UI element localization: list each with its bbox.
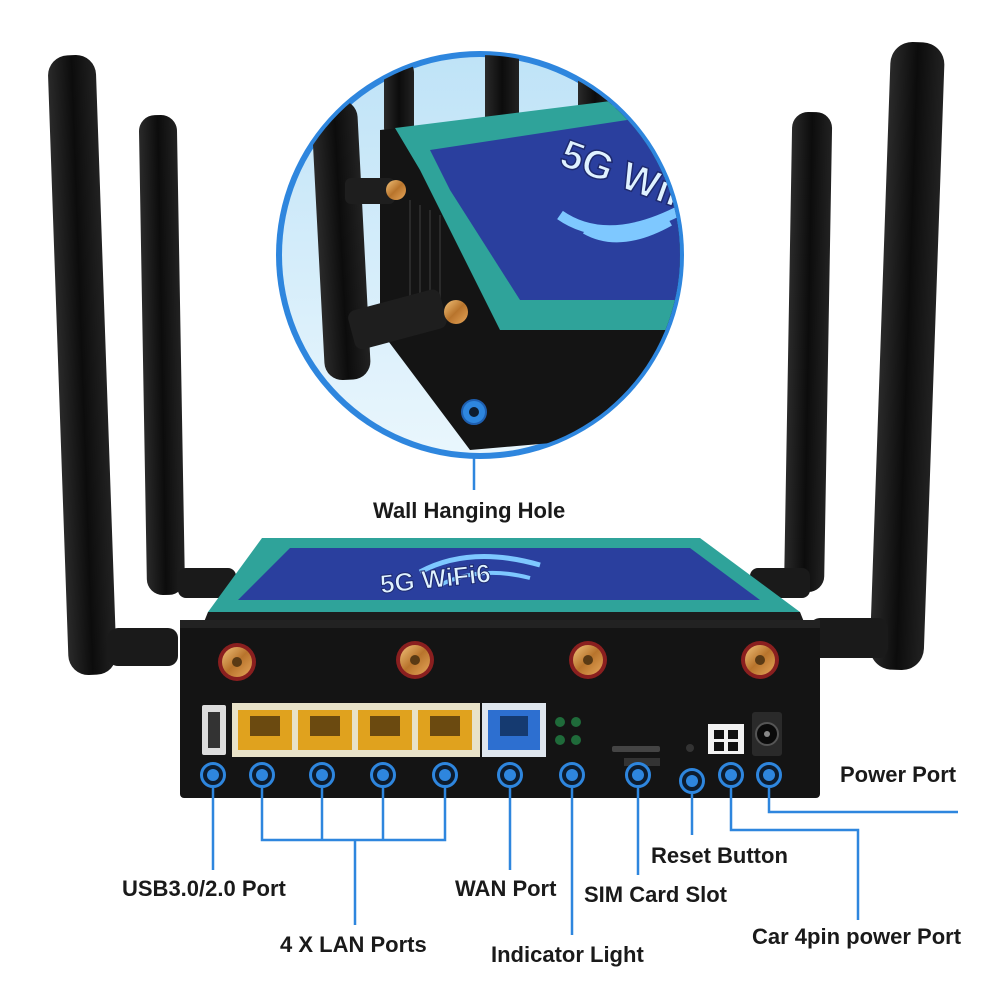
lan-port-3-marker [370, 762, 396, 788]
router-top-panel: 5G WiFi6 [204, 538, 804, 622]
power-port-label: Power Port [840, 762, 957, 787]
usb-port-label: USB3.0/2.0 Port [122, 876, 286, 901]
sim-card-slot-label: SIM Card Slot [584, 882, 728, 907]
wall-hanging-hole-label: Wall Hanging Hole [373, 498, 566, 523]
indicator-light-marker [559, 762, 585, 788]
antenna-left-inner [139, 114, 236, 598]
zoom-inset: 5G WiFi6 [276, 51, 684, 459]
car-power-port-label: Car 4pin power Port [752, 924, 962, 949]
callout-lines [211, 424, 958, 935]
usb-port-graphic [202, 705, 226, 755]
reset-button-marker [679, 768, 705, 794]
reset-pinhole-graphic [686, 744, 694, 752]
lan-port-2-marker [309, 762, 335, 788]
wan-port-graphic [482, 703, 546, 757]
lan-port-1-marker [249, 762, 275, 788]
indicator-light-label: Indicator Light [491, 942, 644, 967]
sim-slot-marker [625, 762, 651, 788]
usb-port-marker [200, 762, 226, 788]
reset-button-label: Reset Button [651, 843, 788, 868]
antenna-left-outer [48, 55, 178, 675]
wan-port-label: WAN Port [455, 876, 557, 901]
lan-port-4-marker [432, 762, 458, 788]
wan-port-marker [497, 762, 523, 788]
lan-ports-graphic [232, 703, 480, 757]
antenna-right-outer [810, 42, 945, 670]
antenna-right-inner [750, 111, 833, 598]
power-port-marker [756, 762, 782, 788]
car-power-port-marker [718, 762, 744, 788]
lan-ports-label: 4 X LAN Ports [280, 932, 427, 957]
indicator-lights-graphic [555, 717, 581, 745]
sma-connectors [218, 641, 779, 681]
dc-power-jack-graphic [752, 712, 782, 756]
car-4pin-port-graphic [708, 724, 744, 754]
